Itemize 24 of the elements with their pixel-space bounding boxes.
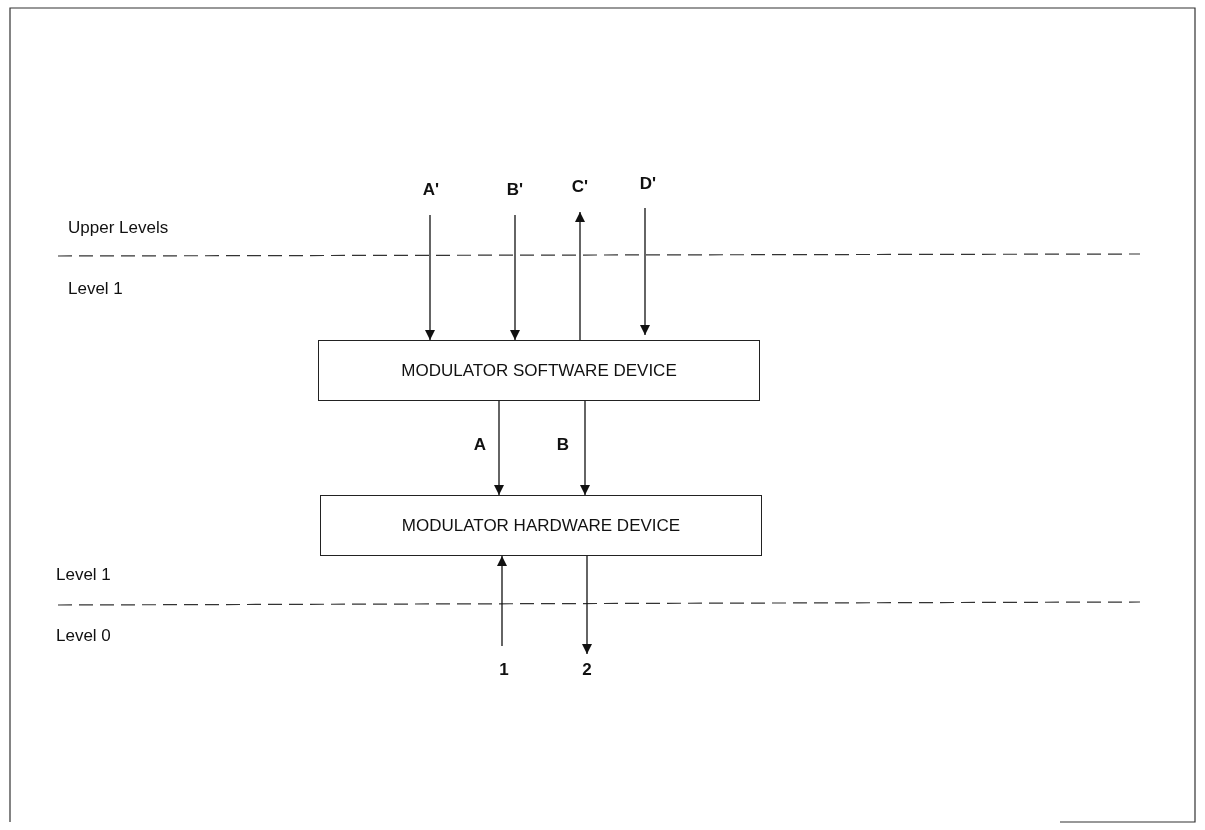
signal-label: A': [422, 180, 440, 200]
arrow: [640, 207, 650, 336]
arrow: [582, 555, 592, 655]
level-label: Level 0: [56, 626, 111, 646]
arrow: [494, 400, 504, 496]
level-label: Level 1: [56, 565, 111, 585]
device-box: [320, 495, 762, 556]
signal-label: D': [639, 174, 657, 194]
signal-label: B: [556, 435, 570, 455]
signal-label: B': [506, 180, 524, 200]
arrow: [580, 400, 590, 496]
signal-label: 1: [499, 660, 509, 680]
arrow: [497, 555, 507, 647]
arrow: [510, 214, 520, 341]
arrow: [575, 211, 585, 341]
signal-label: A: [473, 435, 487, 455]
device-name: MODULATOR HARDWARE DEVICE: [401, 515, 681, 536]
level-label: Level 1: [68, 279, 123, 299]
level-label: Upper Levels: [68, 218, 169, 238]
arrow: [425, 214, 435, 341]
device-name: MODULATOR SOFTWARE DEVICE: [401, 360, 677, 381]
device-box: [318, 340, 760, 401]
signal-label: C': [571, 177, 589, 197]
signal-label: 2: [582, 660, 592, 680]
